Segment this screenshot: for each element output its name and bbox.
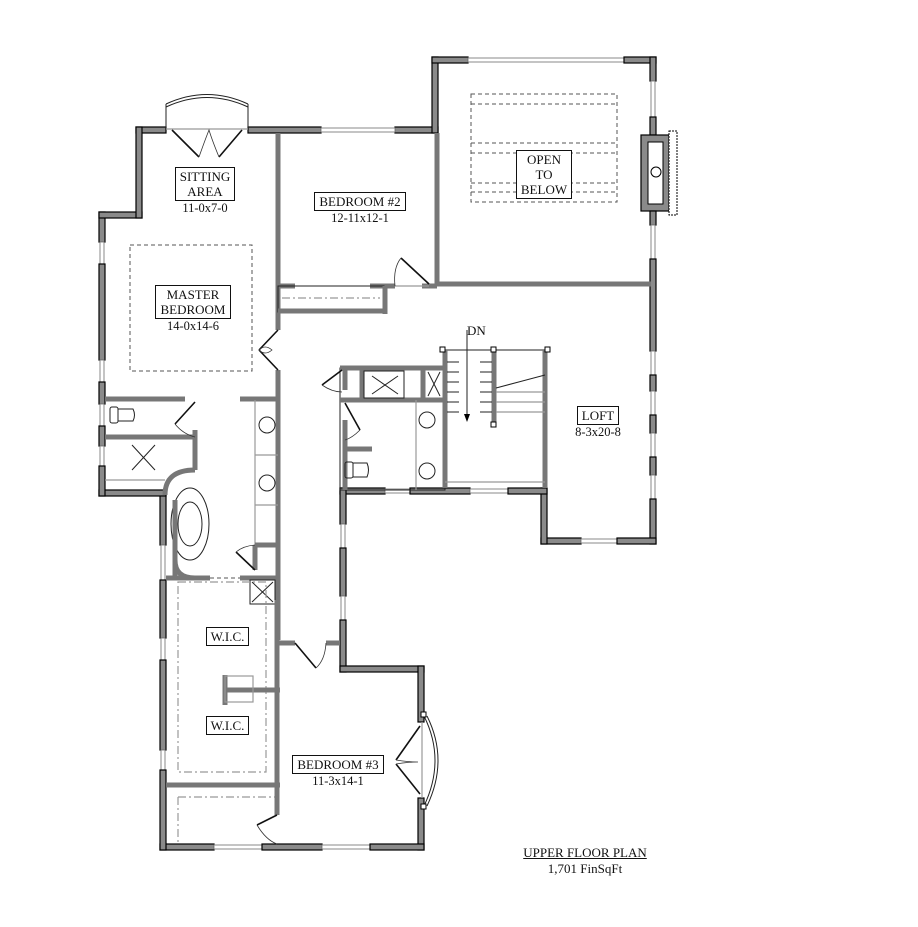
room-label-wic-lower: W.I.C.	[200, 716, 255, 735]
room-dimensions: 11-0x7-0	[182, 201, 228, 215]
room-name-line: MASTER	[166, 287, 220, 302]
room-dimensions: 11-3x14-1	[312, 774, 364, 788]
room-name: BEDROOM #2	[314, 192, 406, 211]
room-label-wic-upper: W.I.C.	[200, 627, 255, 646]
room-name: W.I.C.	[205, 627, 250, 646]
room-name-line: BELOW	[520, 182, 568, 197]
room-name-line: OPEN	[527, 152, 561, 167]
exterior-walls	[98, 56, 678, 851]
room-name: W.I.C.	[205, 716, 250, 735]
room-name-line: TO	[535, 167, 553, 182]
plan-title-block: UPPER FLOOR PLAN 1,701 FinSqFt	[500, 845, 670, 877]
staircase	[439, 330, 551, 488]
plan-title: UPPER FLOOR PLAN	[523, 845, 647, 860]
room-dimensions: 8-3x20-8	[575, 425, 621, 439]
room-name: LOFT	[576, 406, 620, 425]
room-label-bedroom-3: BEDROOM #3 11-3x14-1	[288, 755, 388, 789]
room-name-line: SITTING	[179, 169, 231, 184]
room-name-line: AREA	[187, 184, 223, 199]
room-label-loft: LOFT 8-3x20-8	[560, 406, 636, 440]
room-name: BEDROOM #3	[292, 755, 384, 774]
stairs-down-label: DN	[467, 323, 486, 338]
room-label-bedroom-2: BEDROOM #2 12-11x12-1	[300, 192, 420, 226]
room-dimensions: 14-0x14-6	[166, 319, 220, 333]
plan-area: 1,701 FinSqFt	[547, 861, 623, 876]
interior-walls	[105, 93, 651, 844]
room-name-line: BEDROOM	[160, 302, 226, 317]
doors	[171, 128, 430, 845]
master-tray-outline	[129, 244, 253, 372]
room-dimensions: 12-11x12-1	[331, 211, 389, 225]
